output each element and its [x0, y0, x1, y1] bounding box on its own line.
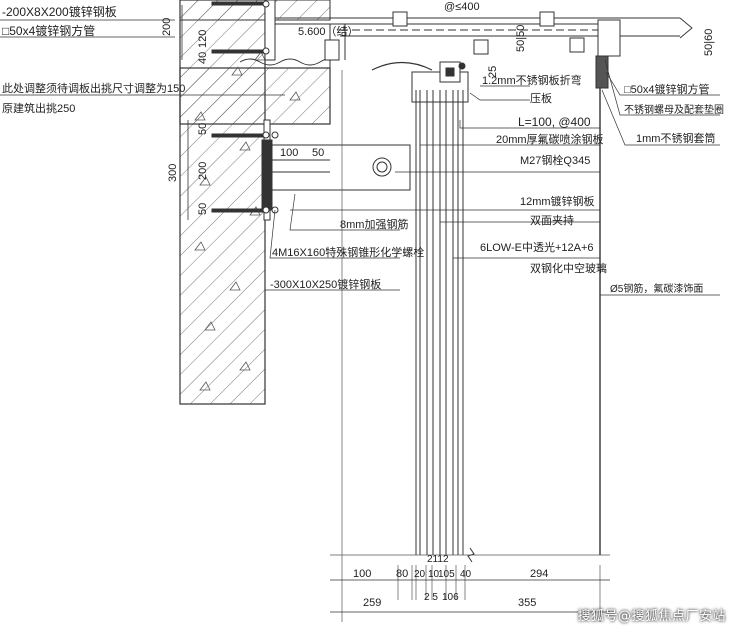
dim-50-60: 50|60 — [703, 29, 715, 56]
dim-25: 25 — [487, 66, 499, 78]
dim-bottom-105: 105 — [438, 569, 455, 580]
dim-200b: 200 — [197, 162, 209, 180]
dim-bottom-100: 100 — [353, 568, 371, 580]
dim-50b: 50 — [197, 203, 209, 215]
concrete-wall — [179, 0, 331, 405]
dim-bottom-259: 259 — [363, 597, 381, 609]
extension-lines — [330, 70, 610, 622]
dim-200: 200 — [161, 18, 173, 36]
dim-300: 300 — [167, 164, 179, 182]
bottom-dimensions — [330, 579, 610, 613]
left-dimensions — [181, 5, 189, 220]
label-press-plate: 压板 — [530, 91, 552, 105]
label-plate-top: -200X8X200镀锌钢板 — [2, 5, 117, 19]
label-elevation: 5.600（结） — [298, 25, 359, 38]
top-frame — [264, 0, 693, 89]
label-rebar: 8mm加强钢筋 — [340, 217, 408, 231]
label-ss-fold: 1.2mm不锈钢板折弯 — [482, 73, 582, 87]
dim-bottom-10: 10 — [428, 569, 440, 580]
annotation-labels: -200X8X200镀锌钢板 □50x4镀锌钢方管 此处调整须待调板出挑尺寸调整… — [2, 1, 724, 295]
label-tube-left: □50x4镀锌钢方管 — [2, 23, 95, 38]
label-glass-2: 双钢化中空玻璃 — [530, 261, 607, 275]
dim-bottom-106: 106 — [442, 592, 459, 603]
dim-2112: 2112 — [427, 554, 449, 565]
label-tube-right: □50x4镀锌钢方管 — [624, 82, 710, 96]
leader-lines — [0, 19, 720, 296]
label-ss-nut: 不锈钢螺母及配套垫圈 — [624, 103, 724, 116]
dim-100-top: 100 — [280, 147, 298, 159]
dim-120: 120 — [197, 30, 209, 48]
label-rod: Ø5钢筋，氟碳漆饰面 — [610, 282, 703, 295]
label-sleeve: 1mm不锈钢套筒 — [636, 131, 715, 145]
dimension-labels: 200 120 40 50 200 50 300 100 50 50|50 25… — [161, 18, 715, 609]
label-bolt: M27钢栓Q345 — [520, 153, 590, 167]
glass-unit — [371, 61, 475, 563]
label-plate-bottom: -300X10X250镀锌钢板 — [270, 277, 381, 291]
dim-50a: 50 — [197, 123, 209, 135]
dim-bottom-25: 2 5 — [424, 592, 438, 603]
dim-bottom-80: 80 — [396, 568, 408, 580]
label-clamp: 双面夹持 — [530, 213, 574, 227]
watermark: 搜狐号@搜狐焦点厂安站 — [577, 609, 726, 624]
dim-bottom-355: 355 — [518, 597, 536, 609]
label-galv-plate: 12mm镀锌钢板 — [520, 194, 595, 208]
steel-bracket — [269, 144, 411, 191]
dim-50-50: 50|50 — [515, 25, 527, 52]
label-original-projection: 原建筑出挑250 — [2, 101, 75, 115]
dim-50-top: 50 — [312, 147, 324, 159]
label-glass: 6LOW-E中透光+12A+6 — [480, 240, 594, 254]
label-anchor: 4M16X160特殊钢锥形化学螺栓 — [272, 245, 424, 259]
label-spacing: @≤400 — [444, 1, 480, 13]
label-fluoro-plate: 20mm厚氟碳喷涂钢板 — [496, 132, 604, 146]
dim-40a: 40 — [197, 52, 209, 64]
dim-bottom-40: 40 — [460, 569, 472, 580]
label-adjust: 此处调整须待调板出挑尺寸调整为150 — [2, 81, 185, 95]
label-angle-steel: L=100, @400 — [518, 115, 591, 129]
anchor-bolts — [211, 0, 279, 221]
dim-bottom-294: 294 — [530, 568, 548, 580]
dim-bottom-20: 20 — [414, 569, 426, 580]
